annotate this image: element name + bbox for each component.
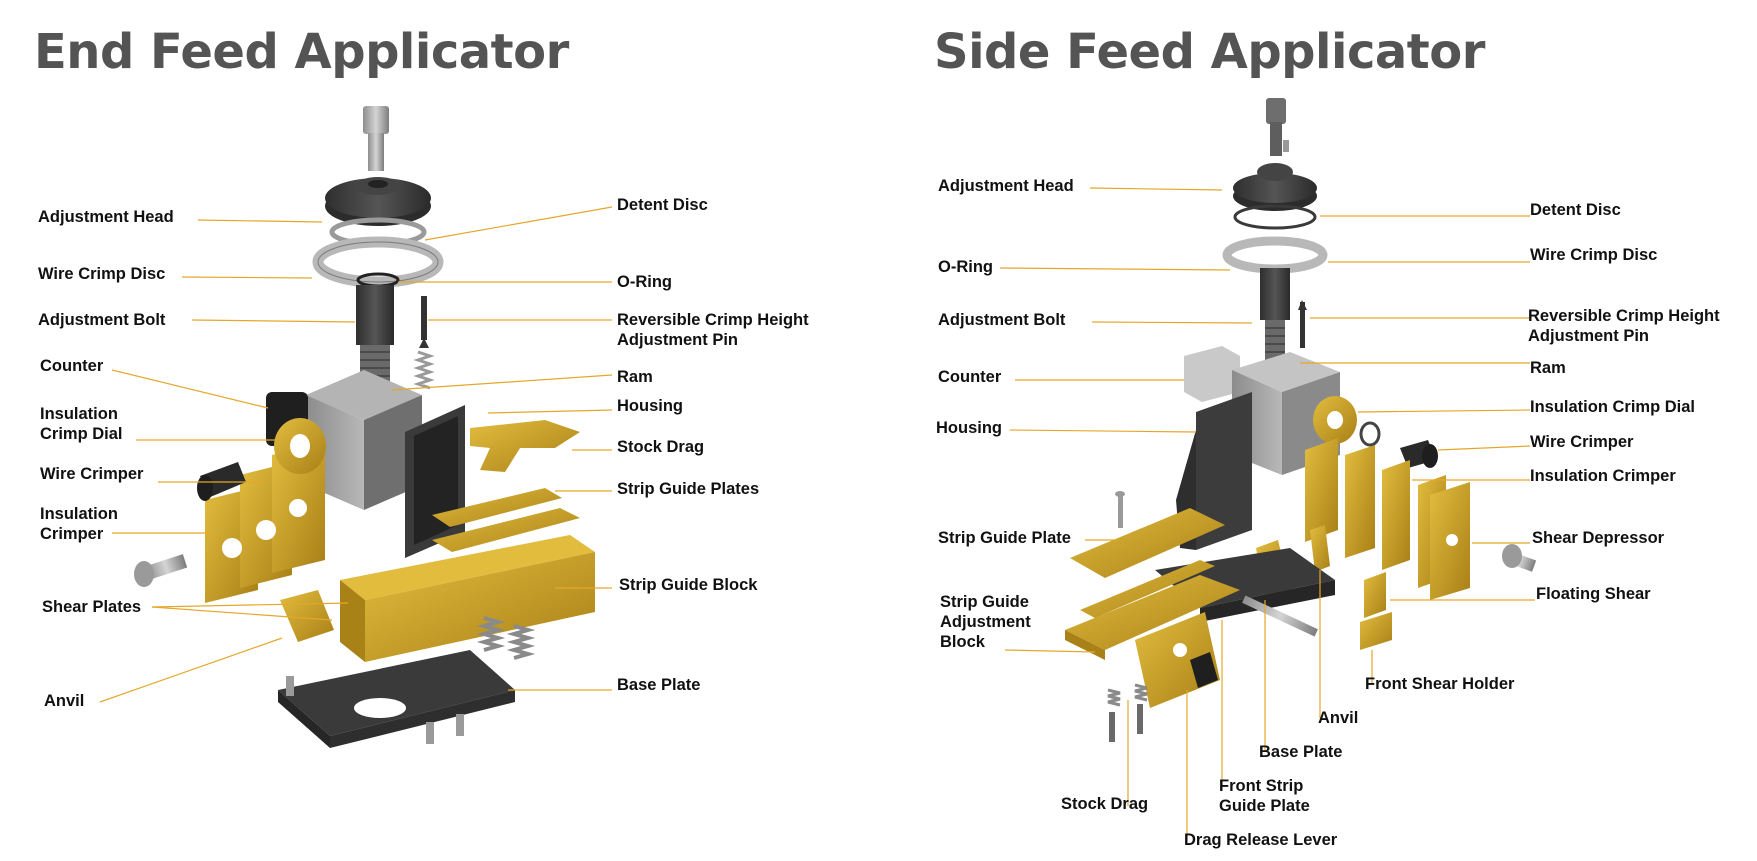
side-insulation-crimper-part (1382, 460, 1410, 570)
end-label-ram: Ram (617, 368, 653, 386)
end-label-base-plate: Base Plate (617, 676, 701, 694)
end-label-strip-guide-plates: Strip Guide Plates (617, 480, 760, 498)
end-label-stock-drag: Stock Drag (617, 438, 705, 456)
end-label-anvil: Anvil (44, 692, 85, 710)
side-label-insulation-crimp-dial: Insulation Crimp Dial (1530, 398, 1696, 416)
side-label-reversible-crimp-height-pin: Reversible Crimp Height Adjustment Pin (1528, 307, 1720, 345)
end-label-shear-plates: Shear Plates (42, 598, 142, 616)
end-adjustment-bolt-part (356, 285, 394, 345)
end-adjustment-head-part (325, 178, 431, 218)
side-feed-assembly (1065, 98, 1537, 742)
end-feed-title: End Feed Applicator (34, 24, 569, 80)
side-label-o-ring: O-Ring (938, 258, 993, 276)
side-label-ram: Ram (1530, 359, 1566, 377)
side-label-strip-guide-plate: Strip Guide Plate (938, 529, 1071, 547)
leader-lines (99, 187, 1535, 840)
side-label-base-plate: Base Plate (1259, 743, 1343, 761)
end-label-housing: Housing (617, 397, 683, 415)
end-label-wire-crimper: Wire Crimper (40, 465, 144, 483)
side-label-strip-guide-adjustment-block: Strip Guide Adjustment Block (940, 593, 1031, 651)
side-label-counter: Counter (938, 368, 1002, 386)
side-feed-title: Side Feed Applicator (934, 24, 1485, 80)
end-label-strip-guide-block: Strip Guide Block (619, 576, 758, 594)
side-label-wire-crimp-disc: Wire Crimp Disc (1530, 246, 1658, 264)
side-label-detent-disc: Detent Disc (1530, 201, 1621, 219)
end-label-insulation-crimp-dial: Insulation Crimp Dial (40, 405, 123, 443)
end-top-bolt-head (363, 106, 389, 134)
side-front-shear-holder-part (1360, 612, 1392, 650)
end-strip-guide-block-part (365, 552, 595, 662)
side-label-housing: Housing (936, 419, 1002, 437)
side-adjustment-head-part (1233, 173, 1317, 203)
end-label-o-ring: O-Ring (617, 273, 672, 291)
side-base-plate-part (1200, 580, 1335, 622)
side-counter-part (1184, 346, 1240, 402)
side-label-adjustment-bolt: Adjustment Bolt (938, 311, 1066, 329)
side-label-wire-crimper: Wire Crimper (1530, 433, 1634, 451)
side-label-front-shear-holder: Front Shear Holder (1365, 675, 1515, 693)
end-label-counter: Counter (40, 357, 104, 375)
end-feed-assembly (134, 106, 595, 748)
end-label-wire-crimp-disc: Wire Crimp Disc (38, 265, 166, 283)
side-wire-crimper-part (1305, 438, 1338, 542)
end-label-adjustment-bolt: Adjustment Bolt (38, 311, 166, 329)
side-strip-guide-adjustment-block-part (1065, 575, 1240, 650)
end-top-bolt-shank (368, 133, 384, 171)
side-label-insulation-crimper: Insulation Crimper (1530, 467, 1676, 485)
side-floating-shear-part (1364, 572, 1386, 618)
side-label-stock-drag: Stock Drag (1061, 795, 1149, 813)
end-base-plate-part (330, 690, 515, 748)
side-label-anvil: Anvil (1318, 709, 1359, 727)
end-label-insulation-crimper: Insulation Crimper (40, 505, 118, 543)
side-label-adjustment-head: Adjustment Head (938, 177, 1074, 195)
end-anvil-part (280, 590, 334, 642)
end-label-adjustment-head: Adjustment Head (38, 208, 174, 226)
end-label-reversible-crimp-height-pin: Reversible Crimp Height Adjustment Pin (617, 311, 809, 349)
side-strip-guide-plate-part (1070, 508, 1225, 578)
side-drag-release-lever-part (1190, 652, 1218, 688)
side-adjustment-bolt-part (1260, 268, 1290, 320)
side-label-shear-depressor: Shear Depressor (1532, 529, 1665, 547)
side-label-floating-shear: Floating Shear (1536, 585, 1651, 603)
side-label-drag-release-lever: Drag Release Lever (1184, 831, 1338, 849)
end-label-detent-disc: Detent Disc (617, 196, 708, 214)
end-stock-drag-part (470, 420, 580, 472)
side-label-front-strip-guide-plate: Front Strip Guide Plate (1219, 777, 1310, 815)
side-housing-part (1196, 392, 1252, 550)
